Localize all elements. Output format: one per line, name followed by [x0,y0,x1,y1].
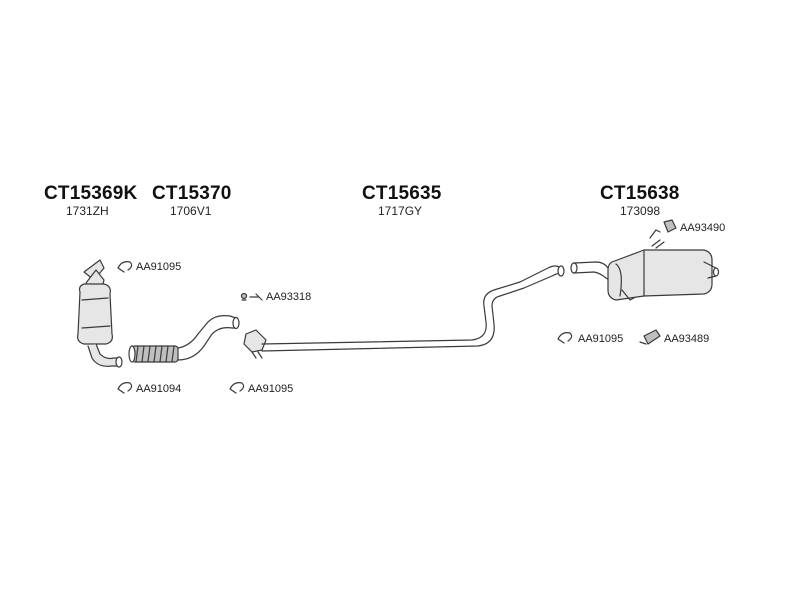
accessory-label-clamp-rear: AA91095 [578,333,624,345]
bolt-kit-icon [240,292,263,301]
front-pipe-drawing [128,315,240,363]
clamp-icon [229,382,245,394]
accessory-icons [117,219,677,394]
middle-pipe-drawing [243,265,565,359]
sub-number-rear-muffler: 173098 [620,204,661,218]
accessory-label-bolt-kit: AA93318 [266,291,312,303]
clamp-icon [117,382,133,394]
accessory-label-clamp-front-pipe: AA91095 [248,383,294,395]
sub-number-middle-pipe: 1717GY [378,204,423,218]
sub-number-catalytic-converter: 1731ZH [66,204,109,218]
catalytic-converter-drawing [77,259,123,368]
part-number-middle-pipe: CT15635 [362,183,442,204]
part-number-front-pipe: CT15370 [152,183,232,204]
part-number-catalytic-converter: CT15369K [44,183,138,204]
rear-muffler-drawing [570,229,720,301]
accessory-label-fixing-kit-rear: AA93489 [664,333,710,345]
fixing-kit-icon [639,329,661,345]
part-number-rear-muffler: CT15638 [600,183,680,204]
accessory-label-clamp-catalyst-top: AA91095 [136,261,182,273]
accessory-label-clamp-catalyst-lower: AA91094 [136,383,182,395]
sub-number-front-pipe: 1706V1 [170,204,212,218]
clamp-icon [117,261,133,273]
accessory-label-rubber-mount: AA93490 [680,222,726,234]
clamp-icon [557,332,573,344]
rubber-mount-icon [663,219,677,233]
